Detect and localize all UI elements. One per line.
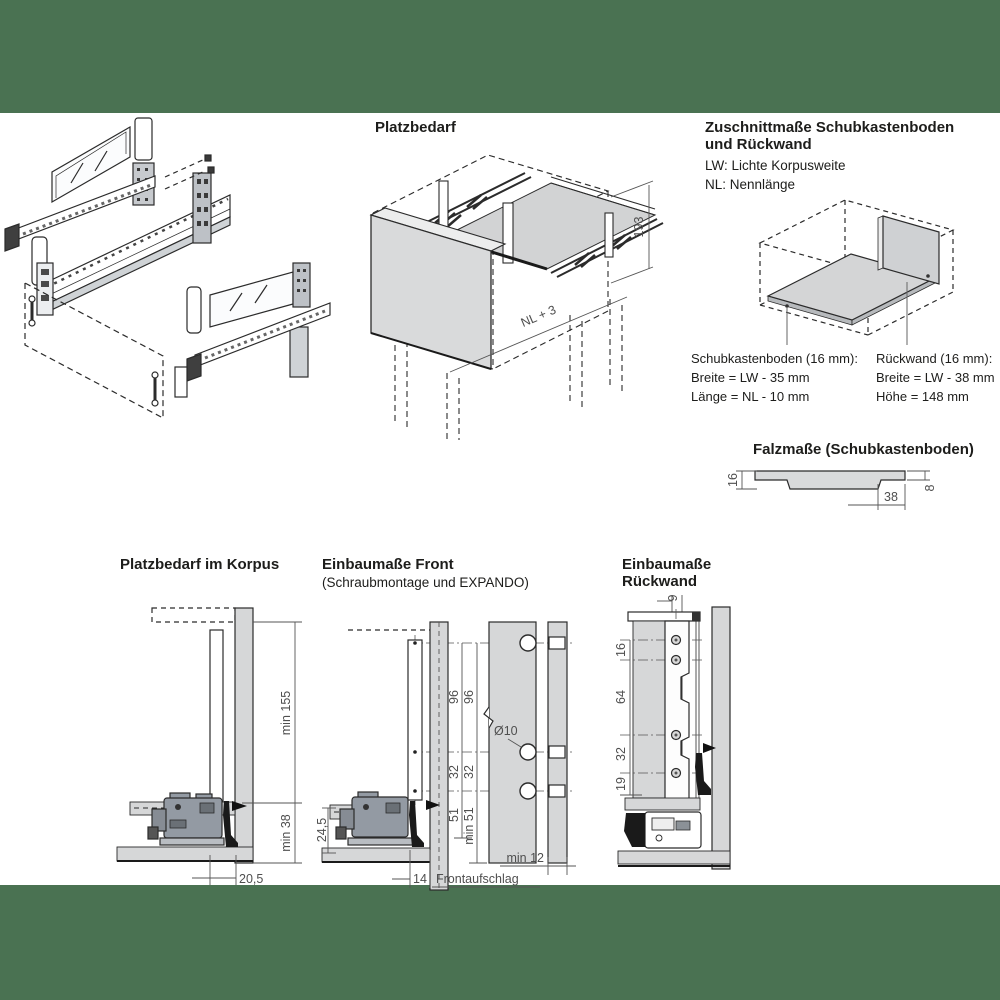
front-subtitle: (Schraubmontage und EXPANDO) xyxy=(322,575,529,590)
dim-height-label: 193 xyxy=(632,217,646,238)
dim-rebate-width-label: 38 xyxy=(884,490,898,504)
dim-96-outer-label: 96 xyxy=(462,690,476,704)
rueckwand-line1: Breite = LW - 38 mm xyxy=(876,370,995,385)
rueckwand-heading: Rückwand (16 mm): xyxy=(876,351,993,366)
engage-arrow xyxy=(426,800,440,810)
mounting-hole xyxy=(519,634,537,652)
header-bar xyxy=(0,0,1000,113)
front-title: Einbaumaße Front xyxy=(322,556,454,573)
dim-193-lines xyxy=(610,180,654,284)
drawer-exploded-view-drawing xyxy=(4,117,331,419)
dim-min-bottom-label: min 38 xyxy=(279,814,293,852)
cabinet-back-panel xyxy=(711,606,731,870)
korpus-dim-lines xyxy=(192,621,302,885)
rueckwand-title-line2: Rückwand xyxy=(622,573,698,590)
dim-96-inner-label: 96 xyxy=(447,690,461,704)
legend-nl: NL: Nennlänge xyxy=(705,177,796,192)
rueckwand-drawing: 9 16 64 32 19 xyxy=(614,594,731,870)
dim-min-height-label: min 155 xyxy=(279,691,293,736)
dim-min-12-label: min 12 xyxy=(506,851,544,865)
rear-connector xyxy=(192,172,212,244)
dim-min-51-label: min 51 xyxy=(462,807,476,845)
dim-51-label: 51 xyxy=(447,808,461,822)
front-panel-outline xyxy=(24,282,164,419)
mounting-hole xyxy=(519,743,537,761)
falzmasse-drawing: 16 38 8 xyxy=(726,470,937,510)
dim-32-inner-label: 32 xyxy=(447,765,461,779)
falz-dim-lines xyxy=(736,470,930,510)
top-rail xyxy=(627,611,701,622)
boden-spec: Schubkastenboden (16 mm): Breite = LW - … xyxy=(691,349,858,406)
boden-profile xyxy=(754,470,906,490)
platzbedarf-title: Platzbedarf xyxy=(375,119,456,136)
dim-rebate-thickness-label: 8 xyxy=(923,484,937,491)
rueckwand-line2: Höhe = 148 mm xyxy=(876,389,969,404)
frontaufschlag-label: Frontaufschlag xyxy=(436,872,519,886)
falzmasse-title: Falzmaße (Schubkastenboden) xyxy=(753,441,974,458)
legend-lw: LW: Lichte Korpusweite xyxy=(705,158,846,173)
engage-arrow xyxy=(703,743,716,753)
dim-19-label: 19 xyxy=(614,777,628,791)
square-hole xyxy=(548,636,566,650)
boden-line2: Länge = NL - 10 mm xyxy=(691,389,810,404)
latch-mechanism xyxy=(335,791,424,847)
zuschnitt-drawing xyxy=(758,199,955,345)
rueckwand-dim-lines xyxy=(620,640,642,796)
dim-14-label: 14 xyxy=(413,872,427,886)
break-symbol xyxy=(483,706,494,729)
front-panel-face xyxy=(488,621,537,864)
dim-9-lines xyxy=(657,595,683,613)
footer-bar xyxy=(0,885,1000,1000)
rueckwand-spec: Rückwand (16 mm): Breite = LW - 38 mm Hö… xyxy=(876,349,995,406)
latch-mechanism xyxy=(624,811,702,849)
dim-9-label: 9 xyxy=(666,594,680,601)
shelf-outline xyxy=(151,607,236,623)
engage-arrow xyxy=(232,801,247,811)
hole-leader xyxy=(507,738,522,748)
zuschnitt-heading: Zuschnittmaße Schubkastenboden und Rückw… xyxy=(705,119,954,194)
rueckwand-panel xyxy=(882,215,940,285)
drawer-runner-left xyxy=(7,175,156,244)
zuschnitt-title-line1: Zuschnittmaße Schubkastenboden xyxy=(705,119,955,136)
dim-thickness-label: 16 xyxy=(726,473,740,487)
front-dim-lines xyxy=(322,643,576,888)
hole-diameter-label: Ø10 xyxy=(494,724,518,738)
bracket-rivets xyxy=(670,634,682,779)
hook-lever xyxy=(695,753,711,795)
cabinet-side-panel xyxy=(234,607,254,864)
korpus-title: Platzbedarf im Korpus xyxy=(120,556,280,573)
korpus-drawing: min 155 min 38 20,5 xyxy=(116,607,302,886)
dim-32-outer-label: 32 xyxy=(462,765,476,779)
front-drawing: 96 96 32 32 51 min 51 Ø10 24,5 14 Fronta… xyxy=(315,621,576,891)
platzbedarf-drawing: 193 NL + 3 xyxy=(369,154,664,440)
drawer-front-profile xyxy=(407,639,423,801)
dim-64-label: 64 xyxy=(614,690,628,704)
mounting-hole xyxy=(519,782,537,800)
dim-24-5-label: 24,5 xyxy=(315,818,329,842)
dim-nl3-line xyxy=(449,296,628,373)
glass-pane-right xyxy=(209,271,294,328)
hook-lever xyxy=(223,801,238,847)
front-panel-side-strip xyxy=(547,621,568,864)
boden-line1: Breite = LW - 35 mm xyxy=(691,370,810,385)
side-rail-right xyxy=(550,218,664,278)
square-hole xyxy=(548,745,566,759)
latch-mechanism xyxy=(147,792,238,847)
dim-32-label: 32 xyxy=(614,747,628,761)
dim-depth-label: 20,5 xyxy=(239,872,263,886)
drawer-back-edge xyxy=(209,629,224,803)
rueckwand-title-line1: Einbaumaße xyxy=(622,556,712,573)
hook-lever xyxy=(409,801,424,847)
square-hole xyxy=(548,784,566,798)
dim-16-label: 16 xyxy=(614,643,628,657)
zuschnitt-title-line2: und Rückwand xyxy=(705,136,812,153)
boden-heading: Schubkastenboden (16 mm): xyxy=(691,351,858,366)
dim-length-label: NL + 3 xyxy=(519,303,558,330)
